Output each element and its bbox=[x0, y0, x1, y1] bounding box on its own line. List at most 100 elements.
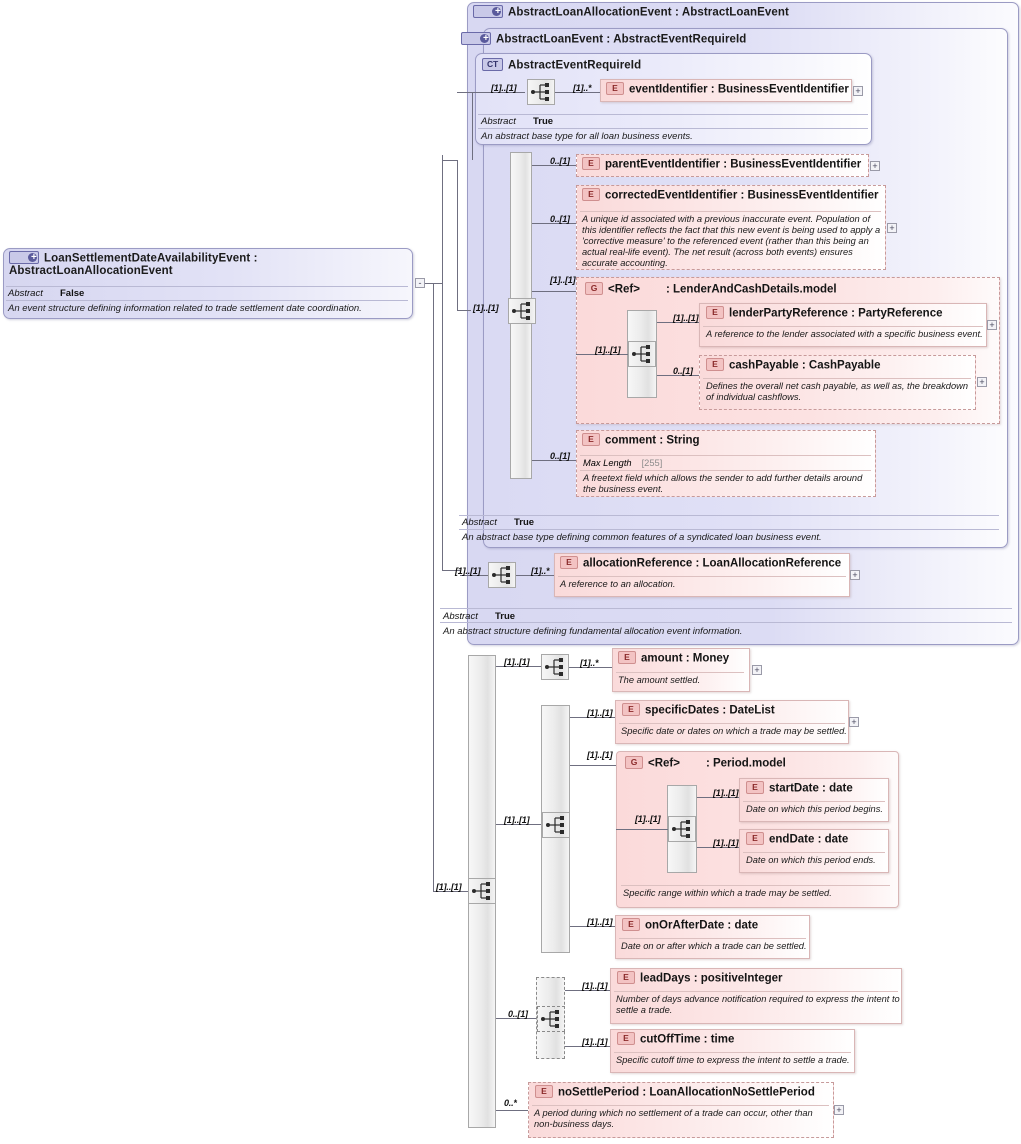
container-allocation-event-title: AbstractLoanAllocationEvent : AbstractLo… bbox=[473, 5, 789, 19]
connector bbox=[570, 926, 615, 927]
element-lenderPartyReference[interactable] bbox=[699, 303, 987, 347]
element-noSettlePeriod-doc: A period during which no settlement of a… bbox=[534, 1108, 813, 1129]
expand-toggle-noSettlePeriod[interactable]: + bbox=[834, 1105, 844, 1115]
element-endDate[interactable] bbox=[739, 829, 889, 873]
element-onOrAfterDate[interactable] bbox=[615, 915, 810, 959]
complextype-plus-icon[interactable] bbox=[473, 5, 503, 18]
root-element-title: LoanSettlementDateAvailabilityEvent : Ab… bbox=[9, 251, 407, 278]
divider bbox=[558, 576, 846, 577]
root-doc: An event structure defining information … bbox=[8, 303, 362, 314]
connector bbox=[442, 283, 443, 570]
element-icon: E bbox=[617, 971, 635, 984]
element-specificDates[interactable] bbox=[615, 700, 849, 744]
connector bbox=[657, 322, 699, 323]
expand-toggle-lenderPartyReference[interactable]: + bbox=[987, 320, 997, 330]
element-comment[interactable] bbox=[576, 430, 876, 497]
element-parentEventIdentifier[interactable] bbox=[576, 154, 869, 177]
sequence-icon bbox=[531, 83, 549, 101]
connector bbox=[532, 165, 576, 166]
complextype-plus-icon[interactable] bbox=[9, 251, 39, 264]
element-noSettlePeriod[interactable] bbox=[528, 1082, 834, 1138]
cardinality-lender-seq: [1]..[1] bbox=[595, 345, 621, 355]
connector bbox=[442, 160, 457, 161]
element-cutOffTime[interactable] bbox=[610, 1029, 855, 1073]
connector bbox=[496, 1018, 536, 1019]
cardinality-dates-seq: [1]..[1] bbox=[504, 815, 530, 825]
element-comment-doc: A freetext field which allows the sender… bbox=[583, 473, 863, 494]
element-eventIdentifier[interactable] bbox=[600, 79, 852, 102]
divider bbox=[532, 1105, 829, 1106]
expand-toggle-eventIdentifier[interactable]: + bbox=[853, 86, 863, 96]
element-icon: E bbox=[746, 832, 764, 845]
sequence-compositor-amount[interactable] bbox=[541, 654, 569, 680]
connector bbox=[532, 291, 576, 292]
cardinality-onOrAfterDate: [1]..[1] bbox=[587, 917, 613, 927]
connector bbox=[433, 283, 434, 892]
element-icon: E bbox=[706, 306, 724, 319]
expand-toggle-cashPayable[interactable]: + bbox=[977, 377, 987, 387]
element-leadDays[interactable] bbox=[610, 968, 902, 1024]
divider bbox=[703, 326, 983, 327]
connector bbox=[555, 92, 600, 93]
cardinality-alloc-seq: [1]..[1] bbox=[455, 566, 481, 576]
element-cashPayable[interactable] bbox=[699, 355, 976, 410]
connector bbox=[472, 92, 525, 93]
divider bbox=[440, 608, 1012, 609]
element-icon: E bbox=[582, 433, 600, 446]
root-element-box[interactable] bbox=[3, 248, 413, 319]
complextype-plus-icon[interactable] bbox=[461, 32, 491, 45]
sequence-icon bbox=[672, 820, 690, 838]
sequence-icon bbox=[541, 1010, 559, 1028]
expand-toggle-specificDates[interactable]: + bbox=[849, 717, 859, 727]
sequence-compositor-main[interactable] bbox=[468, 878, 496, 904]
divider bbox=[616, 672, 744, 673]
root-collapse-toggle[interactable]: - bbox=[415, 278, 425, 288]
element-icon: E bbox=[622, 703, 640, 716]
connector bbox=[457, 92, 472, 93]
element-icon: E bbox=[606, 82, 624, 95]
element-specificDates-doc: Specific date or dates on which a trade … bbox=[621, 726, 847, 736]
element-allocationReference-doc: A reference to an allocation. bbox=[560, 579, 676, 589]
divider bbox=[440, 622, 1012, 623]
sequence-icon bbox=[632, 345, 650, 363]
element-amount-doc: The amount settled. bbox=[618, 675, 701, 685]
divider bbox=[743, 852, 885, 853]
sequence-compositor-lender[interactable] bbox=[628, 341, 656, 367]
sequence-compositor-loan-event[interactable] bbox=[508, 298, 536, 324]
connector bbox=[496, 1110, 528, 1111]
element-correctedEventIdentifier[interactable] bbox=[576, 185, 886, 270]
divider bbox=[703, 378, 971, 379]
sequence-compositor-require-id[interactable] bbox=[527, 79, 555, 105]
sequence-icon bbox=[492, 566, 510, 584]
cardinality-specificDates: [1]..[1] bbox=[587, 708, 613, 718]
cardinality-endDate: [1]..[1] bbox=[713, 838, 739, 848]
sequence-compositor-allocation[interactable] bbox=[488, 562, 516, 588]
require-id-doc: An abstract base type for all loan busin… bbox=[481, 131, 693, 142]
sequence-compositor-dates[interactable] bbox=[542, 812, 570, 838]
expand-toggle-allocationReference[interactable]: + bbox=[850, 570, 860, 580]
expand-toggle-correctedEventIdentifier[interactable]: + bbox=[887, 223, 897, 233]
divider bbox=[614, 1052, 851, 1053]
element-icon: E bbox=[746, 781, 764, 794]
allocation-event-doc: An abstract structure defining fundament… bbox=[443, 626, 743, 637]
element-allocationReference[interactable] bbox=[554, 553, 850, 597]
sequence-compositor-period[interactable] bbox=[668, 816, 696, 842]
sequence-compositor-lead[interactable] bbox=[537, 1006, 565, 1032]
element-startDate[interactable] bbox=[739, 778, 889, 822]
connector bbox=[570, 765, 616, 766]
cardinality-amount-seq: [1]..[1] bbox=[504, 657, 530, 667]
connector bbox=[576, 354, 628, 355]
sequence-icon bbox=[512, 302, 530, 320]
connector bbox=[460, 575, 488, 576]
expand-toggle-amount[interactable]: + bbox=[752, 665, 762, 675]
sequence-icon bbox=[546, 816, 564, 834]
expand-toggle-parentEventIdentifier[interactable]: + bbox=[870, 161, 880, 171]
